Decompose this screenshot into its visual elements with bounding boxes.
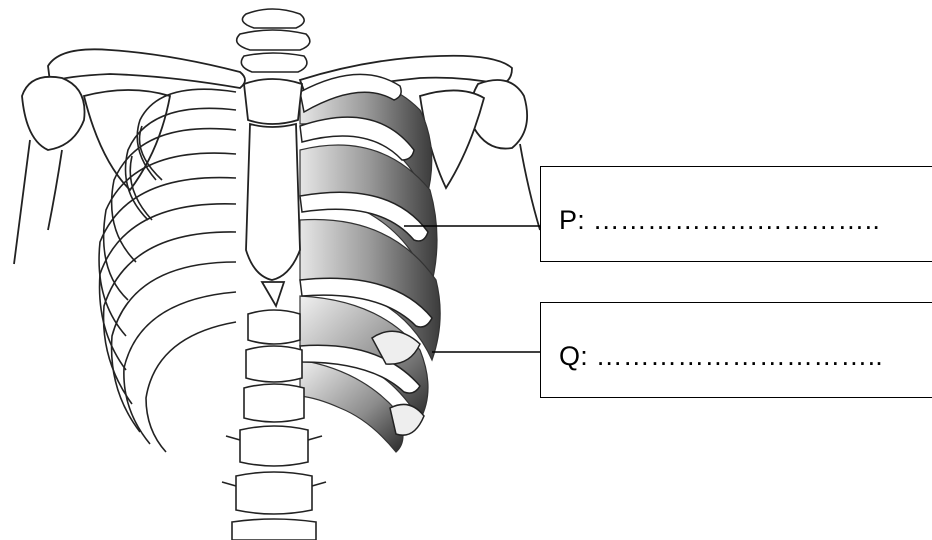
right-humerus-shaft xyxy=(520,144,540,230)
label-q-text: Q: ………………………….. xyxy=(559,341,883,372)
label-box-q: Q: ………………………….. xyxy=(540,302,932,398)
sternum-body xyxy=(246,124,300,280)
cervical-vertebrae xyxy=(237,9,310,72)
xiphoid xyxy=(262,282,284,306)
label-p-text: P: ………………………….. xyxy=(559,205,880,236)
left-humerus-shaft xyxy=(14,140,62,264)
label-box-p: P: ………………………….. xyxy=(540,166,932,262)
manubrium xyxy=(244,79,302,124)
left-clavicle xyxy=(48,49,245,88)
sternum xyxy=(244,79,302,306)
left-humerus-head xyxy=(22,77,85,150)
